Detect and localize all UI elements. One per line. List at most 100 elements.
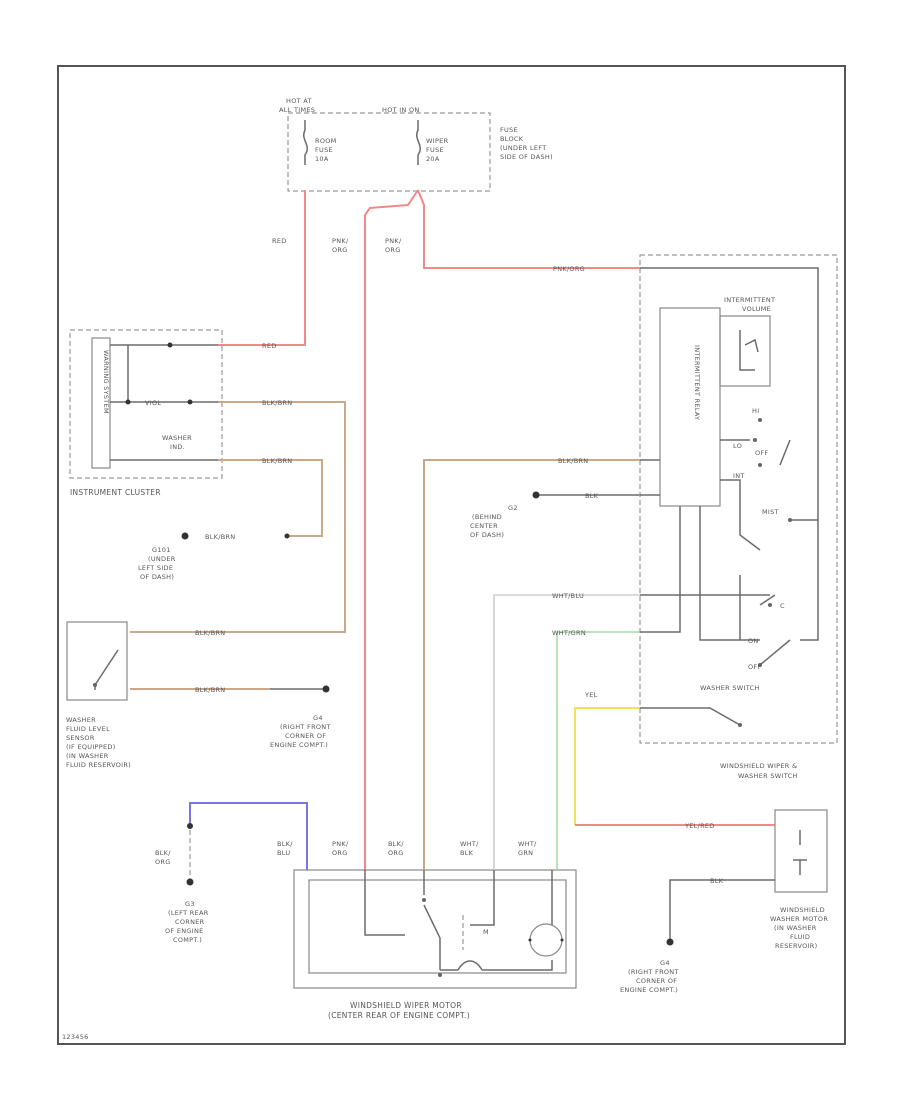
wire-wht-grn bbox=[556, 631, 640, 870]
switch-internal-wires bbox=[640, 267, 819, 726]
wire-yel-red-label: YEL/RED bbox=[684, 822, 715, 830]
cluster-node-3 bbox=[187, 399, 193, 405]
intermittent-relay-box bbox=[659, 307, 721, 507]
svg-text:ORG: ORG bbox=[388, 849, 404, 857]
washer-switch-label: WASHER SWITCH bbox=[700, 684, 760, 692]
wire-blk-blu-motor bbox=[189, 802, 308, 870]
motor-terminal-node-2 bbox=[438, 973, 442, 977]
wire-red-cluster-label: RED bbox=[262, 342, 277, 350]
svg-text:RESERVOIR): RESERVOIR) bbox=[775, 942, 817, 950]
c-label: C bbox=[780, 602, 785, 610]
instrument-cluster-label: INSTRUMENT CLUSTER bbox=[70, 488, 161, 497]
svg-text:WINDSHIELD WIPER &: WINDSHIELD WIPER & bbox=[720, 762, 797, 770]
svg-text:OF DASH): OF DASH) bbox=[470, 531, 504, 539]
svg-text:WHT/: WHT/ bbox=[518, 840, 537, 848]
svg-text:(IF EQUIPPED): (IF EQUIPPED) bbox=[66, 743, 116, 751]
washer-fluid-sensor-label: WASHER FLUID LEVEL SENSOR (IF EQUIPPED) … bbox=[66, 716, 131, 769]
svg-text:BLK/: BLK/ bbox=[388, 840, 404, 848]
blk-org-label: BLK/ ORG bbox=[155, 849, 171, 866]
wire-blk-brn-1-label: BLK/BRN bbox=[262, 399, 292, 407]
wire-blk-brn-cluster-ground bbox=[218, 459, 323, 537]
lo-label: LO bbox=[733, 442, 742, 450]
svg-text:FLUID LEVEL: FLUID LEVEL bbox=[66, 725, 110, 733]
sensor-switch-node bbox=[93, 683, 97, 687]
mist-label: MIST bbox=[762, 508, 779, 516]
wire-wht-grn-label: WHT/GRN bbox=[552, 629, 586, 637]
svg-text:WINDSHIELD: WINDSHIELD bbox=[780, 906, 825, 914]
svg-text:20A: 20A bbox=[426, 155, 440, 163]
wire-blk-switch-label: BLK bbox=[585, 492, 599, 500]
switch-node-washer bbox=[738, 723, 742, 727]
svg-text:G101: G101 bbox=[152, 546, 171, 554]
on-label: ON bbox=[748, 637, 759, 645]
footer-code: 123456 bbox=[62, 1033, 89, 1041]
svg-text:BLK/: BLK/ bbox=[155, 849, 171, 857]
room-fuse-label: ROOM FUSE 10A bbox=[315, 137, 337, 163]
washer-ind-label: WASHER IND. bbox=[162, 434, 192, 451]
svg-text:G4: G4 bbox=[313, 714, 323, 722]
wiper-motor-box-outer bbox=[293, 869, 577, 989]
wire-blk-washer-ground bbox=[669, 879, 775, 940]
wire-yel-label: YEL bbox=[584, 691, 598, 699]
washer-motor-pump-icon bbox=[793, 830, 807, 875]
wire-blk-brn-sensor-2-label: BLK/BRN bbox=[195, 686, 225, 694]
svg-text:FLUID: FLUID bbox=[790, 933, 810, 941]
svg-text:SENSOR: SENSOR bbox=[66, 734, 95, 742]
switch-node-c bbox=[768, 603, 772, 607]
svg-text:FUSE: FUSE bbox=[426, 146, 444, 154]
intermittent-volume-resistor-icon bbox=[739, 330, 759, 371]
fuse-block-outline bbox=[287, 112, 491, 192]
wire-pnk-org-switch-label: PNK/ORG bbox=[553, 265, 585, 273]
wire-blk-brn-cluster-sensor bbox=[130, 401, 346, 633]
ground-g2-icon bbox=[532, 491, 540, 499]
cluster-node-2 bbox=[125, 399, 131, 405]
wiper-fuse-icon bbox=[416, 120, 421, 165]
svg-text:G3: G3 bbox=[185, 900, 195, 908]
wire-blk-brn-relay-motor bbox=[423, 459, 640, 870]
motor-terminal-node-1 bbox=[422, 898, 426, 902]
svg-text:IND.: IND. bbox=[170, 443, 185, 451]
svg-text:HOT AT: HOT AT bbox=[286, 97, 312, 105]
wire-pnk-org-motor-feed bbox=[364, 189, 419, 870]
svg-text:(UNDER: (UNDER bbox=[148, 555, 176, 563]
svg-text:WIPER: WIPER bbox=[426, 137, 449, 145]
wire-pnk-org-2-label: PNK/ ORG bbox=[385, 237, 402, 254]
warning-system-box bbox=[91, 337, 111, 469]
svg-text:FUSE: FUSE bbox=[315, 146, 333, 154]
instrument-cluster-outline bbox=[69, 329, 223, 479]
off-2-label: OFF bbox=[748, 663, 762, 671]
svg-text:FLUID RESERVOIR): FLUID RESERVOIR) bbox=[66, 761, 131, 769]
ground-g3-icon bbox=[186, 878, 194, 886]
svg-text:(LEFT REAR: (LEFT REAR bbox=[168, 909, 209, 917]
svg-text:SIDE OF DASH): SIDE OF DASH) bbox=[500, 153, 553, 161]
room-fuse-icon bbox=[303, 120, 308, 165]
motor-wire-labels: BLK/ BLU PNK/ ORG BLK/ ORG WHT/ BLK WHT/… bbox=[277, 840, 537, 857]
int-label: INT bbox=[733, 472, 745, 480]
svg-text:(RIGHT FRONT: (RIGHT FRONT bbox=[280, 723, 331, 731]
wiper-motor-box-inner bbox=[308, 879, 567, 974]
svg-text:WASHER: WASHER bbox=[162, 434, 192, 442]
motor-internal-wires bbox=[364, 870, 553, 971]
motor-brush-2 bbox=[560, 938, 564, 942]
svg-text:WASHER SWITCH: WASHER SWITCH bbox=[738, 772, 798, 780]
svg-text:WINDSHIELD WIPER MOTOR: WINDSHIELD WIPER MOTOR bbox=[350, 1001, 462, 1010]
wire-wht-blu bbox=[493, 594, 640, 870]
washer-motor-box bbox=[774, 809, 828, 893]
svg-text:ROOM: ROOM bbox=[315, 137, 337, 145]
washer-fluid-sensor-box bbox=[66, 621, 128, 701]
svg-text:PNK/: PNK/ bbox=[385, 237, 402, 245]
svg-text:PNK/: PNK/ bbox=[332, 237, 349, 245]
svg-text:LEFT SIDE: LEFT SIDE bbox=[138, 564, 173, 572]
g101-label: G101 (UNDER LEFT SIDE OF DASH) bbox=[138, 546, 176, 581]
motor-brush-1 bbox=[528, 938, 532, 942]
windshield-wiper-motor-label: WINDSHIELD WIPER MOTOR (CENTER REAR OF E… bbox=[328, 1001, 470, 1020]
hi-label: HI bbox=[752, 407, 759, 415]
wire-blk-brn-3-label: BLK/BRN bbox=[205, 533, 235, 541]
svg-text:CORNER OF: CORNER OF bbox=[285, 732, 326, 740]
svg-text:(CENTER REAR OF ENGINE COMPT.): (CENTER REAR OF ENGINE COMPT.) bbox=[328, 1011, 470, 1020]
svg-text:ORG: ORG bbox=[155, 858, 171, 866]
svg-text:10A: 10A bbox=[315, 155, 329, 163]
svg-text:WASHER: WASHER bbox=[66, 716, 96, 724]
svg-text:CENTER: CENTER bbox=[470, 522, 498, 530]
